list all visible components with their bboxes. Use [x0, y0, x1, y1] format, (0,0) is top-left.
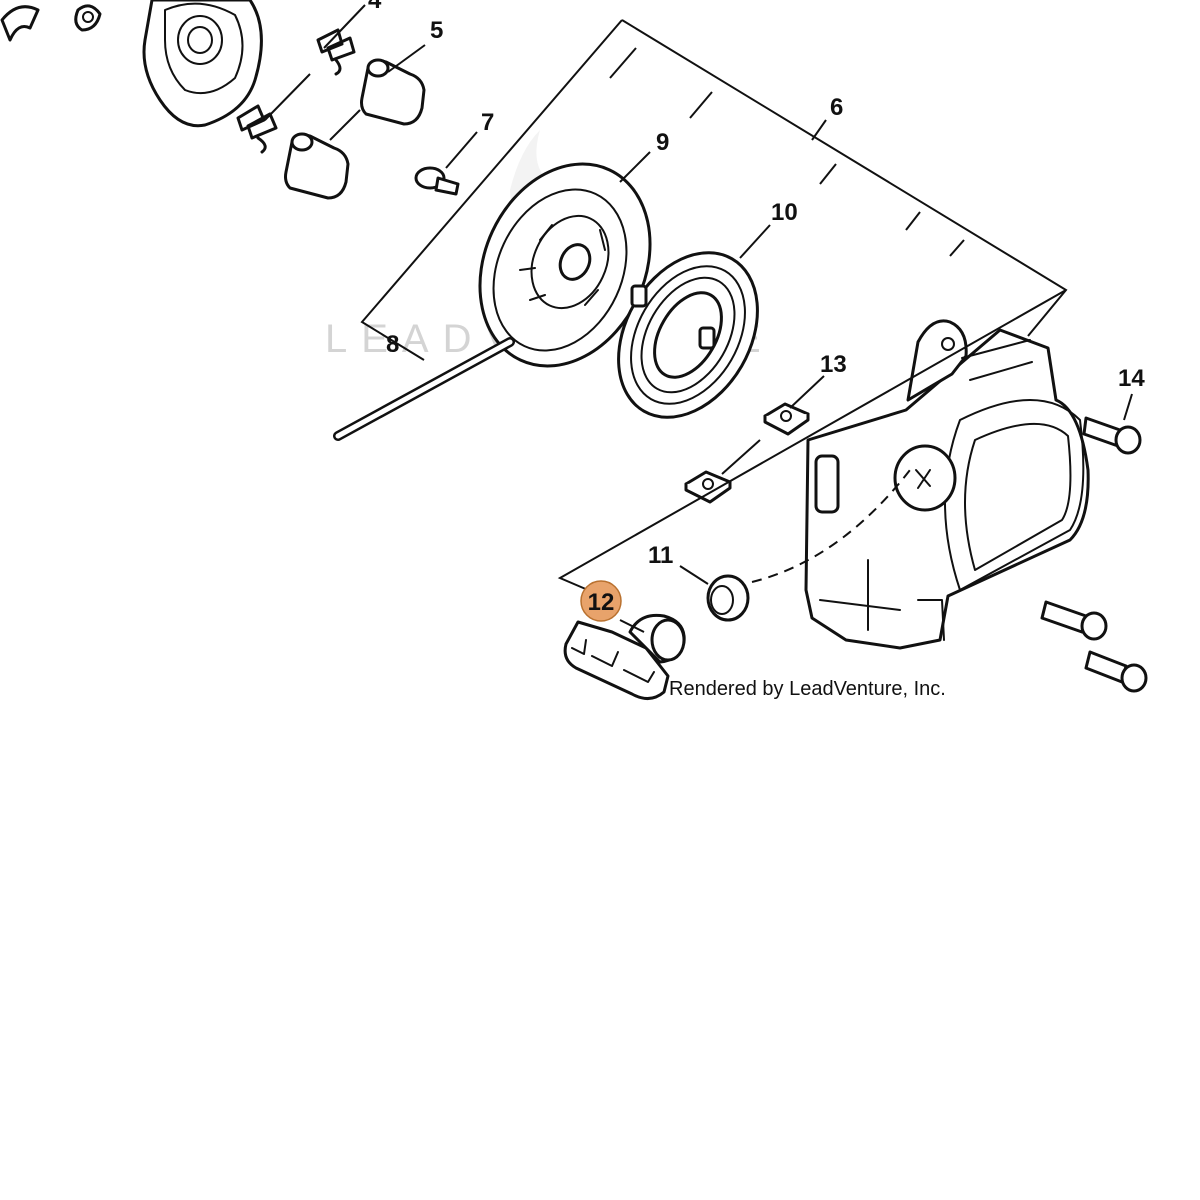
leader-lines	[264, 4, 1133, 633]
bolt-part-lower	[1084, 650, 1148, 693]
callout-10: 10	[771, 199, 798, 226]
pawl-hook-part	[0, 5, 40, 42]
callout-12: 12	[588, 589, 615, 616]
rewind-spring-part	[617, 251, 759, 419]
pawl-lower-part	[284, 132, 350, 200]
callout-5: 5	[430, 17, 443, 44]
callout-12-badge	[580, 580, 622, 622]
callout-11: 11	[648, 542, 673, 569]
callout-8: 8	[386, 331, 399, 358]
assembly-bracket-lines	[360, 19, 1068, 591]
callout-6: 6	[830, 94, 843, 121]
callout-4: 4	[368, 0, 382, 14]
pawl-spring-lower-part	[236, 104, 278, 154]
square-nut-upper-part	[763, 402, 810, 436]
bolt-part-upper	[1082, 416, 1142, 455]
callout-13: 13	[820, 351, 847, 378]
callout-7: 7	[481, 109, 494, 136]
bolt-part-middle	[1040, 600, 1108, 641]
square-nut-lower-part	[684, 470, 732, 504]
starter-housing-part	[804, 319, 1090, 650]
pawl-spring-upper-part	[316, 28, 356, 76]
starter-rope-part	[333, 337, 515, 441]
bushing-part	[706, 574, 750, 622]
callout-14: 14	[1118, 365, 1145, 392]
assembly-dashed-line	[751, 469, 911, 583]
callout-12-highlighted[interactable]: 12	[580, 580, 622, 622]
render-credit: Rendered by LeadVenture, Inc.	[669, 678, 946, 700]
screw-part-7	[414, 166, 460, 196]
starter-grip-part	[563, 613, 686, 700]
fan-housing-part	[142, 0, 263, 128]
callout-9: 9	[656, 129, 669, 156]
circlip-part	[74, 4, 102, 32]
pawl-upper-part	[360, 58, 426, 126]
